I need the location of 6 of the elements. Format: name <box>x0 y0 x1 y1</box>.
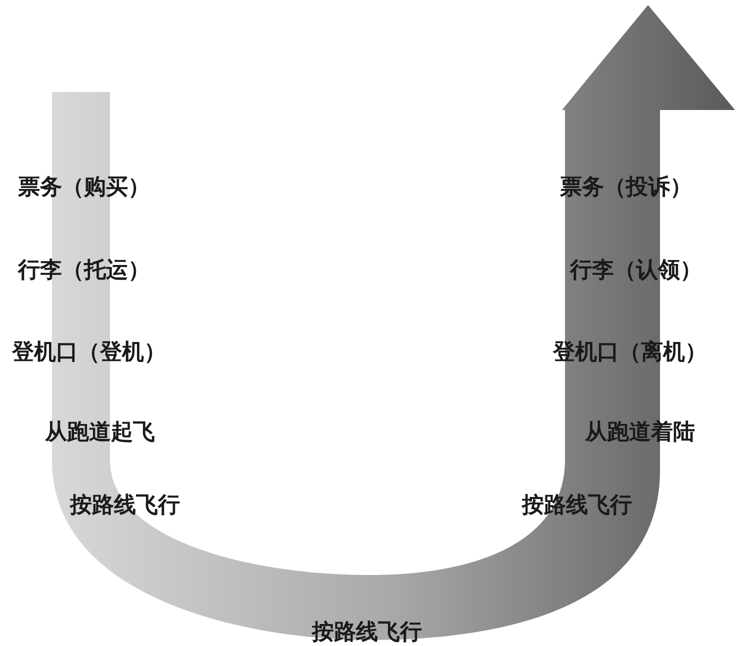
step-label: 从跑道起飞 <box>45 419 155 445</box>
step-label: 票务（购买） <box>18 174 150 200</box>
step-label: 按路线飞行 <box>70 492 180 518</box>
step-label: 行李（托运） <box>18 257 150 283</box>
step-label: 登机口（登机） <box>12 339 166 365</box>
step-label: 按路线飞行 <box>312 619 422 645</box>
